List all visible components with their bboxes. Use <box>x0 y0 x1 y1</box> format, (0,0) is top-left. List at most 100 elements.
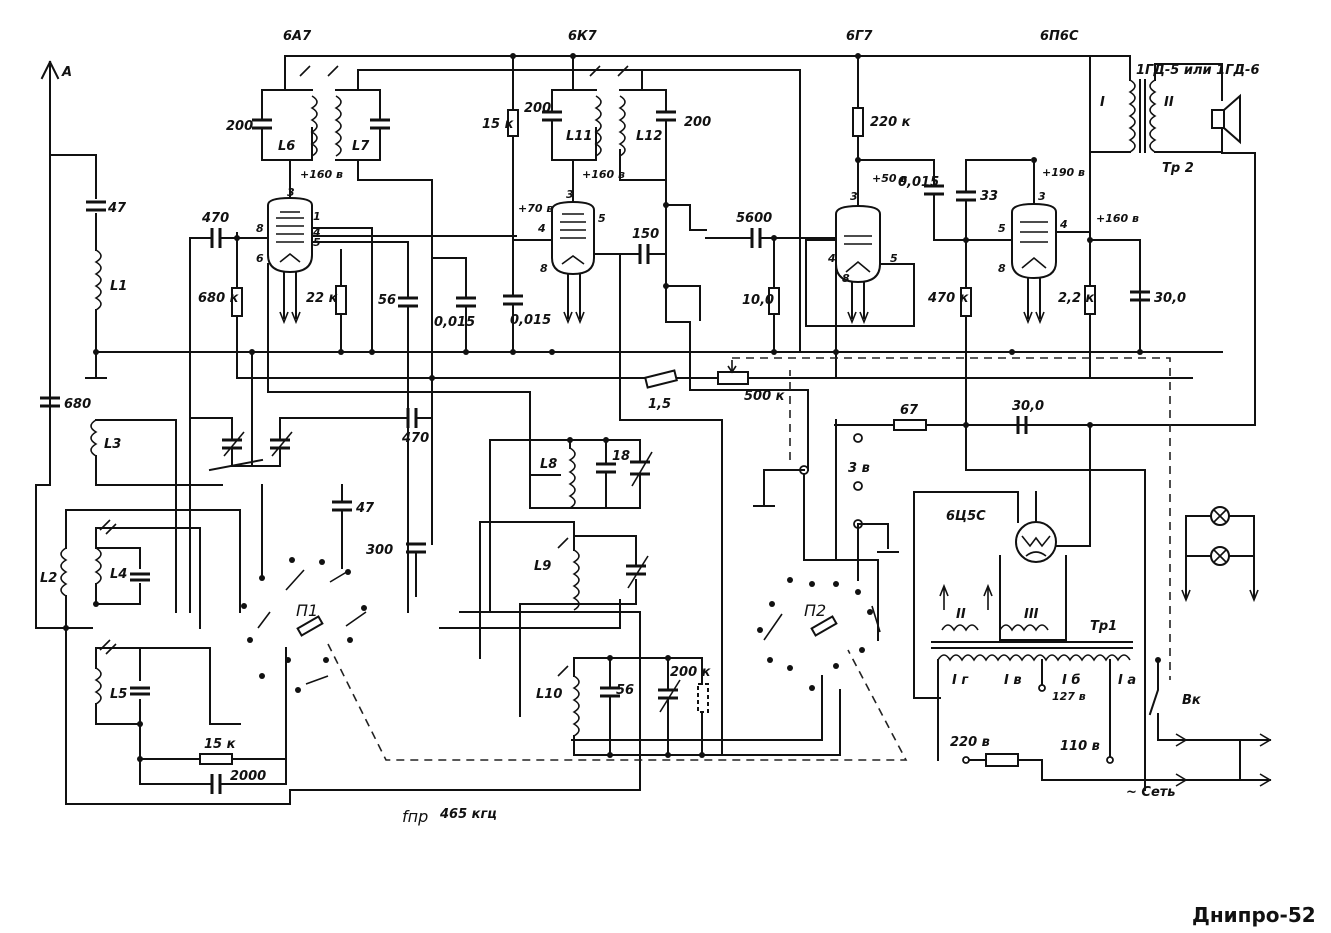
svg-text:5: 5 <box>998 222 1006 235</box>
antenna-label: А <box>61 65 72 80</box>
capacitor-47-b: 47 <box>261 484 375 579</box>
svg-text:3: 3 <box>566 188 574 201</box>
capacitor-470: 470 <box>189 211 269 613</box>
inductor-L7: L7 <box>334 69 801 379</box>
svg-text:L12: L12 <box>636 129 662 144</box>
svg-text:4: 4 <box>312 226 321 239</box>
resistor-680k: 680 к <box>198 287 243 317</box>
rectifier-6c5s: 6Ц5С <box>913 424 1091 699</box>
svg-text:15 к: 15 к <box>482 117 515 132</box>
capacitor-30: 30,0 <box>1130 290 1186 306</box>
svg-text:30,0: 30,0 <box>1154 291 1186 306</box>
svg-text:680: 680 <box>64 397 91 412</box>
resistor-22k: 22 к <box>306 227 373 353</box>
trimmer-capacitors-p1 <box>191 263 561 613</box>
svg-text:200 к: 200 к <box>670 665 712 680</box>
svg-text:47: 47 <box>355 501 375 516</box>
antenna-icon: А <box>40 60 72 456</box>
svg-text:8: 8 <box>256 222 264 235</box>
svg-text:4: 4 <box>1059 218 1068 231</box>
svg-text:Тр1: Тр1 <box>1090 619 1117 634</box>
svg-text:+70 в: +70 в <box>518 202 553 215</box>
inductor-L6: 200 L6 <box>226 55 339 161</box>
tone-switch-p2[interactable]: П2 <box>757 419 881 691</box>
svg-text:L6: L6 <box>278 139 295 154</box>
svg-text:6К7: 6К7 <box>568 29 598 44</box>
capacitor-56: 56 <box>311 241 418 456</box>
svg-text:18: 18 <box>612 449 630 464</box>
svg-text:L1: L1 <box>110 279 127 294</box>
capacitor-0015-c: 0,015 <box>857 159 1013 241</box>
svg-text:22 к: 22 к <box>306 291 339 306</box>
svg-text:470: 470 <box>401 431 429 446</box>
fuse: 220 в 110 в <box>950 735 1159 781</box>
svg-text:0,015: 0,015 <box>434 315 475 330</box>
capacitor-30-b: 30,0 <box>1012 399 1044 434</box>
svg-text:4: 4 <box>537 222 546 235</box>
resistor-15k-bottom: 15 к <box>139 737 287 765</box>
svg-text:47: 47 <box>107 201 127 216</box>
svg-text:15 к: 15 к <box>204 737 237 752</box>
svg-text:5: 5 <box>890 252 898 265</box>
svg-text:8: 8 <box>540 262 548 275</box>
page-title: Днипро-52 <box>1192 903 1316 927</box>
svg-text:I: I <box>1100 95 1105 110</box>
svg-text:L9: L9 <box>534 559 551 574</box>
svg-text:470: 470 <box>201 211 229 226</box>
junction-dots <box>63 53 1161 762</box>
svg-text:220 к: 220 к <box>870 115 912 130</box>
inductor-L12: 200 L12 <box>618 69 809 471</box>
svg-text:220 в: 220 в <box>950 735 990 750</box>
svg-text:II: II <box>956 607 966 622</box>
svg-text:200: 200 <box>524 101 551 116</box>
svg-text:III: III <box>1024 607 1039 622</box>
svg-text:680 к: 680 к <box>198 291 240 306</box>
svg-text:+190 в: +190 в <box>1042 166 1085 179</box>
svg-text:67: 67 <box>900 403 919 418</box>
inductor-L3: L3 <box>90 419 223 613</box>
svg-text:6П6С: 6П6С <box>1040 29 1079 44</box>
svg-text:~ Сеть: ~ Сеть <box>1126 785 1176 800</box>
inductor-L8: L8 18 <box>489 439 653 613</box>
if-frequency-label: fпр 465 кгц <box>402 807 497 826</box>
svg-text:56: 56 <box>378 293 396 308</box>
label-3v: 3 в <box>753 433 899 561</box>
power-transformer: Тр1 II III I г I в I б I а 127 в <box>931 583 1159 764</box>
resistor-1-5: 1,5 <box>644 369 678 412</box>
band-switch-p1[interactable]: П1 <box>241 557 367 693</box>
svg-text:I г: I г <box>952 673 969 688</box>
inductor-L9: L9 <box>479 521 649 717</box>
svg-text:L11: L11 <box>566 129 592 144</box>
svg-text:+160 в: +160 в <box>1096 212 1139 225</box>
svg-text:6Ц5С: 6Ц5С <box>946 509 986 524</box>
svg-text:6: 6 <box>256 252 264 265</box>
mains-switch[interactable]: Вк ~ Сеть <box>1126 659 1272 800</box>
svg-text:1ГД-5 или 1ГД-6: 1ГД-5 или 1ГД-6 <box>1136 63 1260 78</box>
svg-text:8: 8 <box>842 272 850 285</box>
svg-text:П1: П1 <box>296 601 318 620</box>
svg-text:33: 33 <box>980 189 998 204</box>
svg-text:127 в: 127 в <box>1052 690 1086 703</box>
svg-text:8: 8 <box>998 262 1006 275</box>
svg-text:2,2 к: 2,2 к <box>1058 291 1096 306</box>
capacitor-47: 47 <box>86 200 127 216</box>
potentiometer-500k: 500 к <box>717 360 786 404</box>
svg-text:0,015: 0,015 <box>510 313 551 328</box>
svg-text:L7: L7 <box>352 139 370 154</box>
resistor-67: 67 <box>893 403 927 431</box>
capacitor-470-b: 470 <box>401 408 433 446</box>
inductor-L1: L1 <box>94 249 127 311</box>
inductor-L11: 200 L11 <box>524 55 629 161</box>
svg-text:1,5: 1,5 <box>648 397 671 412</box>
svg-text:470 к: 470 к <box>927 291 970 306</box>
svg-text:3: 3 <box>850 190 858 203</box>
svg-text:6А7: 6А7 <box>283 29 312 44</box>
svg-text:I в: I в <box>1004 673 1022 688</box>
capacitor-680: 680 <box>40 396 91 412</box>
svg-text:0,015: 0,015 <box>898 175 939 190</box>
svg-text:L4: L4 <box>110 567 127 582</box>
svg-text:4: 4 <box>827 252 836 265</box>
resistor-15k-top: 15 к <box>482 55 553 241</box>
ground-bus <box>85 152 1256 426</box>
svg-text:L10: L10 <box>536 687 562 702</box>
